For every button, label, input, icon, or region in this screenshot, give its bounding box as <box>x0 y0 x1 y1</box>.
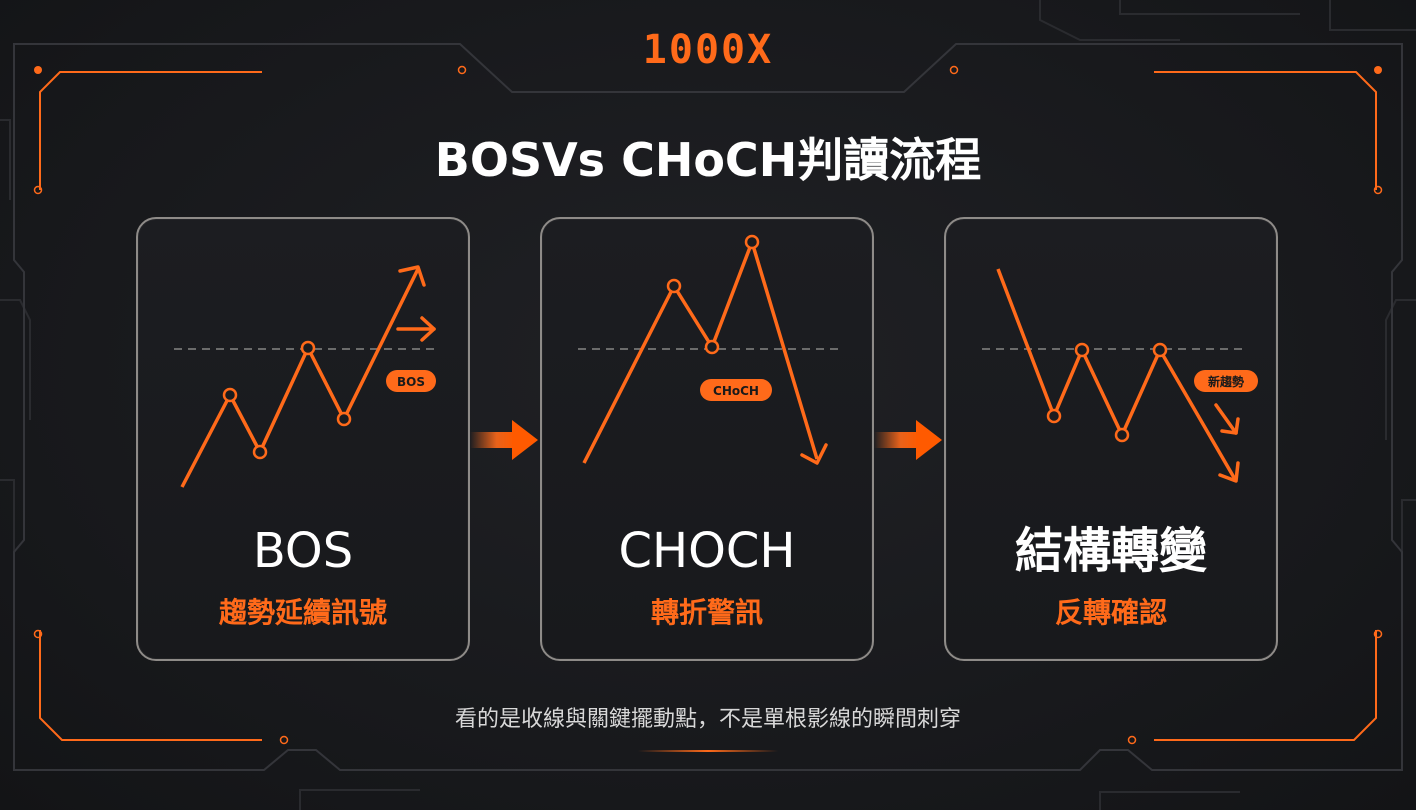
swing-point <box>1074 342 1090 358</box>
footnote: 看的是收線與關鍵擺動點，不是單根影線的瞬間刺穿 <box>454 707 961 732</box>
swing-point <box>1114 427 1130 443</box>
swing-point <box>744 234 760 250</box>
card-bos: BOS BOS 趨勢延續訊號 <box>136 217 470 661</box>
card-choch: CHoCH CHOCH 轉折警訊 <box>540 217 874 661</box>
bos-chart: BOS <box>174 265 438 488</box>
card-subtitle: 趨勢延續訊號 <box>218 596 387 629</box>
swing-point <box>252 444 268 460</box>
structure-change-chart: 新趨勢 <box>982 268 1258 483</box>
flow-arrow-icon <box>874 420 942 460</box>
swing-point <box>222 387 238 403</box>
choch-chart: CHoCH <box>578 234 842 465</box>
bos-badge: BOS <box>386 370 436 392</box>
new-trend-badge: 新趨勢 <box>1194 370 1258 392</box>
footer-accent-line <box>638 750 778 752</box>
card-subtitle: 轉折警訊 <box>650 596 763 629</box>
brand-logo: 1000X <box>642 27 774 73</box>
choch-badge: CHoCH <box>700 379 772 401</box>
card-structure-change: 新趨勢 結構轉變 反轉確認 <box>944 217 1278 661</box>
down-arrow-icon <box>1214 403 1240 435</box>
page-title: BOSVs CHoCH判讀流程 <box>434 133 982 187</box>
swing-point <box>1152 342 1168 358</box>
card-title: CHOCH <box>618 523 796 579</box>
swing-point <box>336 411 352 427</box>
up-arrow-icon <box>398 265 426 287</box>
svg-text:BOS: BOS <box>397 375 425 389</box>
swing-point <box>666 278 682 294</box>
swing-point <box>300 340 316 356</box>
svg-text:CHoCH: CHoCH <box>713 384 759 398</box>
card-title: BOS <box>252 523 354 579</box>
down-arrow-icon <box>800 443 828 465</box>
card-title: 結構轉變 <box>1014 523 1207 579</box>
right-arrow-icon <box>396 316 436 342</box>
flow-arrow-icon <box>470 420 538 460</box>
down-arrow-icon <box>1218 461 1240 483</box>
card-subtitle: 反轉確認 <box>1054 596 1167 629</box>
svg-text:新趨勢: 新趨勢 <box>1208 374 1244 389</box>
swing-point <box>704 339 720 355</box>
swing-point <box>1046 408 1062 424</box>
